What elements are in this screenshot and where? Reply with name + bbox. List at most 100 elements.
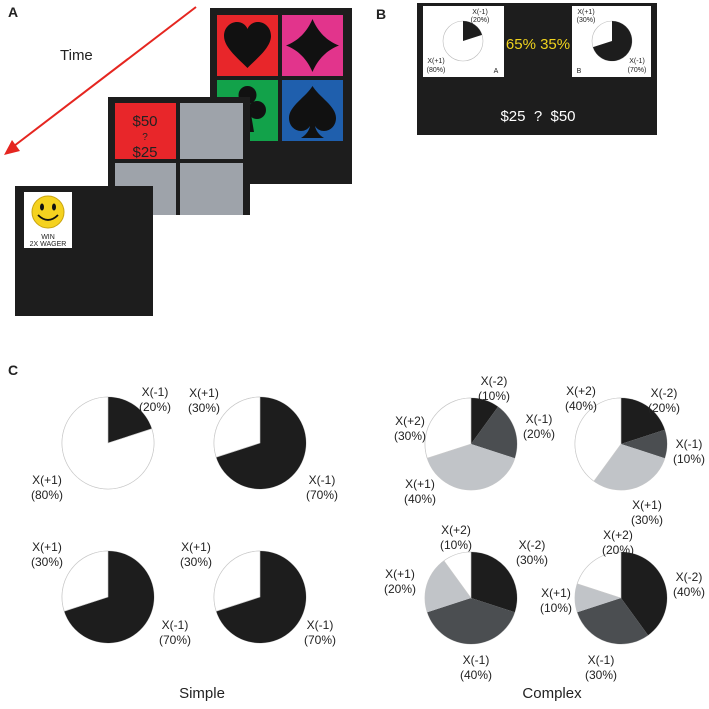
- time-label: Time: [60, 47, 93, 64]
- simple-pie-4-label-1-name: X(+1): [181, 540, 211, 554]
- heart-icon: [224, 22, 271, 68]
- panel-b-figure: X(-1) (20%) X(+1) (80%) A X(+1) (30%) X(…: [417, 3, 657, 135]
- wager-tile: [115, 103, 176, 159]
- complex-pie-4-label-3-name: X(+1): [541, 586, 571, 600]
- complex-pie-1-label-4-name: X(+2): [395, 414, 425, 428]
- simple-pie-3-label-1-name: X(+1): [32, 540, 62, 554]
- wager-low: $25: [132, 144, 157, 161]
- gray-tile-bottom-right: [180, 163, 243, 215]
- complex-pie-2: X(-2)(20%)X(-1)(10%)X(+1)(30%)X(+2)(40%): [565, 384, 705, 527]
- gamble-a-pie-slice: [463, 21, 483, 41]
- simple-pie-2-label-2-name: X(-1): [309, 473, 336, 487]
- complex-pie-3-label-4-name: X(+2): [441, 523, 471, 537]
- complex-pie-4-slice-4: [576, 551, 622, 599]
- complex-pie-1-label-3-name: X(+1): [405, 477, 435, 491]
- diamond-icon: [286, 19, 339, 72]
- complex-pie-3-label-2-name: X(-1): [463, 653, 490, 667]
- complex-pie-4-label-4-pct: (20%): [602, 543, 634, 557]
- complex-pie-2-label-2-name: X(-1): [676, 437, 703, 451]
- complex-pie-3-slice-1: [471, 552, 517, 613]
- panel-a-letter: A: [8, 4, 19, 20]
- gamble-probabilities: 65% 35%: [506, 36, 570, 53]
- simple-pie-4-label-2-name: X(-1): [307, 618, 334, 632]
- complex-pie-2-label-3-name: X(+1): [632, 498, 662, 512]
- complex-pie-4: X(-2)(40%) X(-1)(30%) X(+1)(10%) X(+2)(20%): [540, 528, 705, 682]
- gamble-a-bottom-pct: (80%): [427, 67, 446, 74]
- simple-pie-3-label-1-pct: (30%): [31, 555, 63, 569]
- spade-icon: [289, 86, 336, 138]
- outcome-win: WIN: [41, 234, 55, 241]
- complex-pie-3-label-1-name: X(-2): [519, 538, 546, 552]
- simple-pie-4-slice-2: [213, 550, 261, 612]
- complex-pie-1-slice-1: [471, 398, 499, 444]
- simple-pie-1-slice-1: [108, 397, 152, 443]
- complex-pie-1-label-3-pct: (40%): [404, 492, 436, 506]
- outcome-wager: 2X WAGER: [30, 241, 67, 248]
- outcome-screen: WIN 2X WAGER: [15, 186, 153, 316]
- complex-pie-1-label-2-name: X(-1): [526, 412, 553, 426]
- gamble-wager-options: $25 ? $50: [500, 108, 575, 125]
- time-arrow-head: [4, 140, 20, 155]
- complex-pie-2-label-2-pct: (10%): [673, 452, 705, 466]
- complex-pie-4-label-3-pct: (10%): [540, 601, 572, 615]
- complex-pie-1-label-1-pct: (10%): [478, 389, 510, 403]
- complex-pie-2-label-4-pct: (40%): [565, 399, 597, 413]
- simple-pie-2: X(+1)(30%)X(-1)(70%): [188, 386, 338, 502]
- simple-pie-2-label-1-pct: (30%): [188, 401, 220, 415]
- gamble-a-top-pct: (20%): [471, 17, 490, 24]
- gamble-b-bottom-label: X(-1): [629, 58, 645, 65]
- simple-label: Simple: [179, 685, 225, 702]
- simple-pie-4-slice-1: [216, 551, 307, 643]
- simple-pie-1-label-2-pct: (80%): [31, 488, 63, 502]
- complex-pie-4-label-1-name: X(-2): [676, 570, 703, 584]
- gamble-a-top-label: X(-1): [472, 9, 488, 16]
- gamble-a-bottom-label: X(+1): [427, 58, 444, 65]
- panel-c-letter: C: [8, 362, 19, 378]
- wager-question: ?: [142, 132, 148, 143]
- complex-pie-4-label-4-name: X(+2): [603, 528, 633, 542]
- gamble-a-id: A: [494, 68, 499, 75]
- complex-pie-3-slice-2: [427, 598, 515, 644]
- complex-pie-4-slice-1: [621, 552, 667, 636]
- complex-label: Complex: [522, 685, 582, 702]
- complex-pie-3-label-2-pct: (40%): [460, 668, 492, 682]
- time-arrow: [13, 6, 197, 147]
- simple-pie-3-slice-2: [61, 550, 109, 612]
- complex-pie-1-label-4-pct: (30%): [394, 429, 426, 443]
- complex-pie-2-label-1-pct: (20%): [648, 401, 680, 415]
- gamble-b-top-pct: (30%): [577, 17, 596, 24]
- complex-pie-2-slice-1: [621, 398, 665, 444]
- panel-c-pies: X(-1)(20%)X(+1)(80%)X(+1)(30%)X(-1)(70%)…: [31, 374, 705, 682]
- simple-pie-2-label-2-pct: (70%): [306, 488, 338, 502]
- complex-pie-3-label-3-name: X(+1): [385, 567, 415, 581]
- complex-pie-3-slice-4: [443, 551, 472, 599]
- gamble-b-pie-slice: [592, 21, 633, 61]
- complex-pie-4-label-2-pct: (30%): [585, 668, 617, 682]
- complex-pie-1-slice-3: [427, 444, 515, 490]
- complex-pie-2-label-3-pct: (30%): [631, 513, 663, 527]
- complex-pie-2-slice-4: [574, 397, 622, 482]
- complex-pie-4-slice-2: [577, 598, 649, 644]
- simple-pie-1-slice-2: [61, 396, 155, 490]
- simple-pie-3: X(+1)(30%) X(-1)(70%): [31, 540, 191, 647]
- complex-pie-1: X(-2)(10%)X(-1)(20%)X(+1)(40%)X(+2)(30%): [394, 374, 555, 506]
- complex-pie-2-label-1-name: X(-2): [651, 386, 678, 400]
- complex-pie-3-label-1-pct: (30%): [516, 553, 548, 567]
- simple-pie-2-slice-2: [213, 396, 261, 458]
- simple-pie-1-label-1-pct: (20%): [139, 400, 171, 414]
- gamble-b-top-label: X(+1): [577, 9, 594, 16]
- simple-pie-3-slice-1: [64, 551, 155, 643]
- complex-pie-4-label-2-name: X(-1): [588, 653, 615, 667]
- complex-pie-4-slice-3: [575, 583, 621, 613]
- simple-pie-4-label-1-pct: (30%): [180, 555, 212, 569]
- simple-pie-2-slice-1: [216, 397, 307, 489]
- simple-pie-1-label-1-name: X(-1): [142, 385, 169, 399]
- wager-high: $50: [132, 113, 157, 130]
- simple-pie-3-label-2-pct: (70%): [159, 633, 191, 647]
- simple-pie-4-label-2-pct: (70%): [304, 633, 336, 647]
- simple-pie-3-label-2-name: X(-1): [162, 618, 189, 632]
- complex-pie-4-label-1-pct: (40%): [673, 585, 705, 599]
- complex-pie-2-slice-3: [593, 444, 665, 490]
- gray-tile-top-right: [180, 103, 243, 159]
